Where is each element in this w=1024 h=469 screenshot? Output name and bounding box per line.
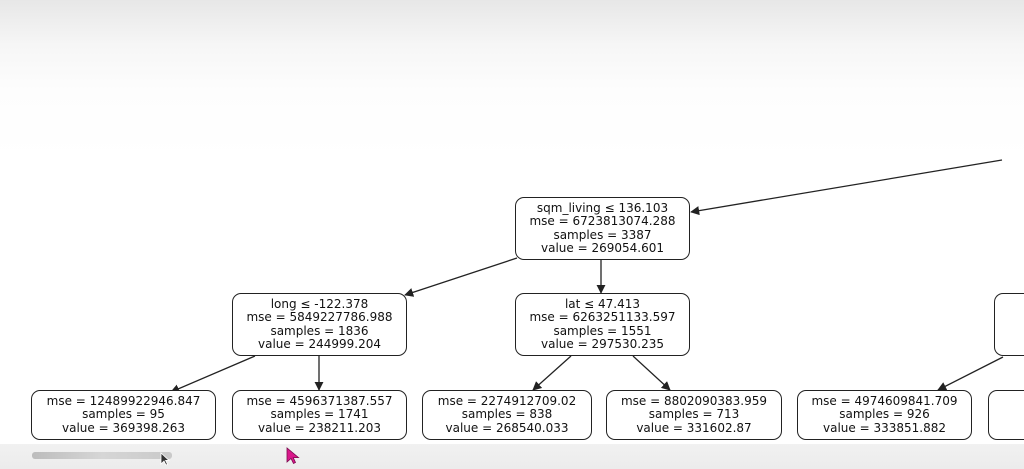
- node-text: value = 244999.204: [258, 336, 381, 351]
- node-text: mse = 6723813074.288: [529, 214, 676, 229]
- node-text: lat ≤ 47.413: [564, 297, 641, 312]
- node-text: mse = 12489922946.847: [46, 394, 201, 409]
- tree-leaf-3: mse = 2274912709.02 samples = 838 value …: [422, 390, 592, 440]
- tree-node-mid: lat ≤ 47.413 mse = 6263251133.597 sample…: [515, 293, 690, 356]
- tree-leaf-4: mse = 8802090383.959 samples = 713 value…: [606, 390, 782, 440]
- node-text: samples = 95: [82, 407, 165, 422]
- node-text: sqm_living ≤ 136.103: [536, 201, 669, 216]
- node-text: mse = 4596371387.557: [246, 394, 393, 409]
- node-text: value = 238211.203: [258, 420, 381, 435]
- tree-leaf-1: mse = 12489922946.847 samples = 95 value…: [31, 390, 216, 440]
- node-text: mse = 5849227786.988: [246, 310, 393, 325]
- tree-node-right-partial: [994, 293, 1024, 356]
- node-text: value = 268540.033: [445, 420, 569, 435]
- cursor-highlight-icon: [286, 447, 300, 465]
- node-text: samples = 838: [461, 407, 553, 422]
- edge-offscreen-to-root: [690, 159, 1003, 216]
- node-text: samples = 713: [648, 407, 740, 422]
- node-text: mse = 8802090383.959: [620, 394, 768, 409]
- node-text: value = 297530.235: [541, 336, 664, 351]
- node-text: long ≤ -122.378: [270, 297, 369, 312]
- node-text: value = 369398.263: [62, 420, 185, 435]
- tree-leaf-5: mse = 4974609841.709 samples = 926 value…: [797, 390, 972, 440]
- node-text: samples = 3387: [553, 227, 652, 242]
- edge-root-to-left: [404, 257, 518, 297]
- edge-left-to-leaf-1: [170, 355, 256, 393]
- node-text: samples = 1741: [270, 407, 369, 422]
- horizontal-scrollbar-thumb[interactable]: [32, 452, 172, 459]
- node-text: samples = 1836: [270, 323, 369, 338]
- mouse-pointer-icon: [160, 452, 170, 466]
- tree-node-root: sqm_living ≤ 136.103 mse = 6723813074.28…: [515, 197, 690, 260]
- edge-mid-to-leaf-3: [532, 355, 572, 391]
- node-text: samples = 926: [839, 407, 930, 422]
- node-text: mse = 4974609841.709: [811, 394, 958, 409]
- node-text: value = 331602.87: [636, 420, 752, 435]
- tree-node-left: long ≤ -122.378 mse = 5849227786.988 sam…: [232, 293, 407, 356]
- node-text: mse = 2274912709.02: [437, 394, 577, 409]
- tree-leaf-6-partial: [988, 390, 1024, 440]
- edge-offscreen-to-leaf-5: [937, 356, 1004, 391]
- edge-mid-to-leaf-4: [632, 355, 671, 391]
- node-text: samples = 1551: [553, 323, 652, 338]
- node-text: mse = 6263251133.597: [529, 310, 676, 325]
- node-text: value = 333851.882: [823, 420, 946, 435]
- node-text: value = 269054.601: [541, 240, 664, 255]
- tree-leaf-2: mse = 4596371387.557 samples = 1741 valu…: [232, 390, 407, 440]
